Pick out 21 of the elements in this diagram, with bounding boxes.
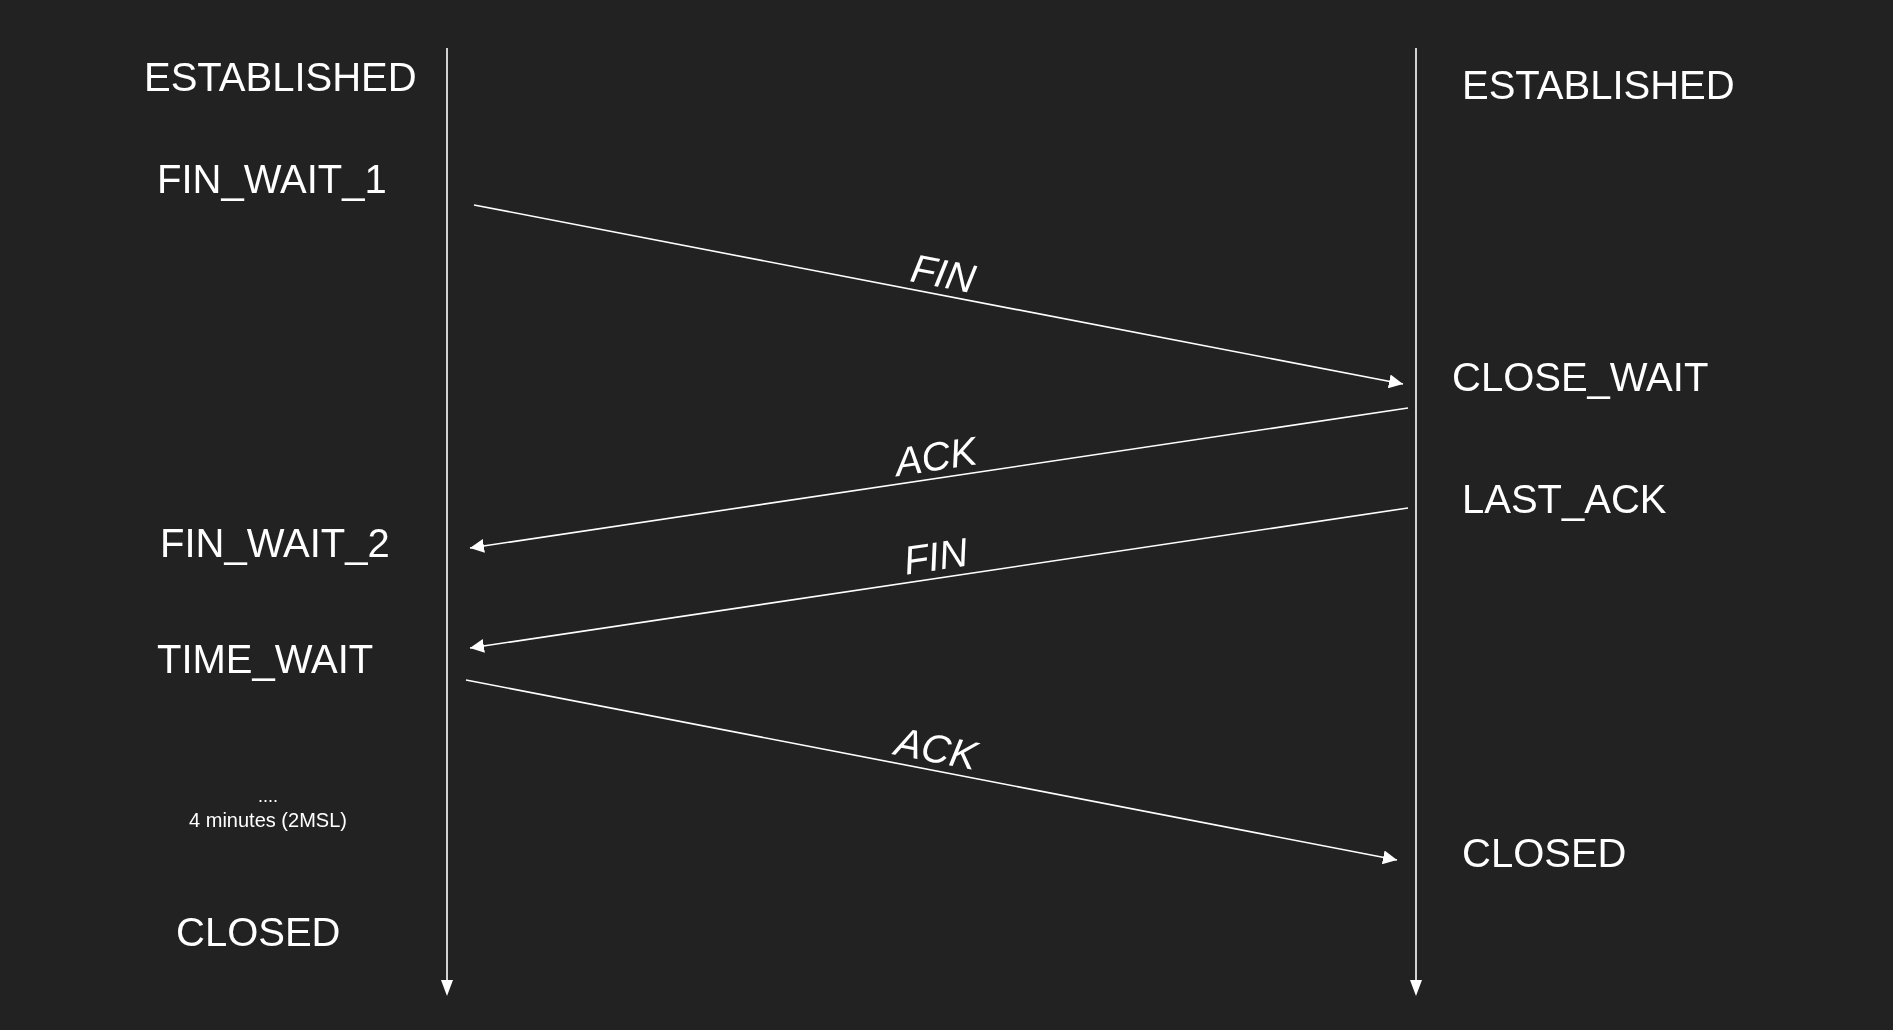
state-label: FIN_WAIT_1 bbox=[157, 159, 387, 199]
edge-label: ACK bbox=[891, 719, 981, 778]
message-arrow bbox=[465, 679, 1398, 865]
lifeline-arrow bbox=[1408, 48, 1424, 996]
state-label: ESTABLISHED bbox=[1462, 65, 1735, 105]
message-arrow bbox=[469, 507, 1409, 653]
state-label: 4 minutes (2MSL) bbox=[189, 810, 347, 830]
edge-label: FIN bbox=[900, 529, 971, 583]
state-label: TIME_WAIT bbox=[157, 639, 374, 679]
state-label: CLOSE_WAIT bbox=[1452, 357, 1709, 397]
edge-label: ACK bbox=[891, 428, 980, 485]
message-arrow bbox=[473, 204, 1404, 389]
state-label: CLOSED bbox=[1462, 833, 1627, 873]
state-label: CLOSED bbox=[176, 912, 341, 952]
edge-label: FIN bbox=[906, 245, 979, 301]
state-label: ESTABLISHED bbox=[144, 57, 417, 97]
state-label: FIN_WAIT_2 bbox=[160, 523, 390, 563]
state-label: .... bbox=[258, 787, 278, 805]
state-label: LAST_ACK bbox=[1462, 479, 1667, 519]
lifeline-arrow bbox=[439, 48, 455, 996]
message-arrow bbox=[469, 407, 1409, 553]
